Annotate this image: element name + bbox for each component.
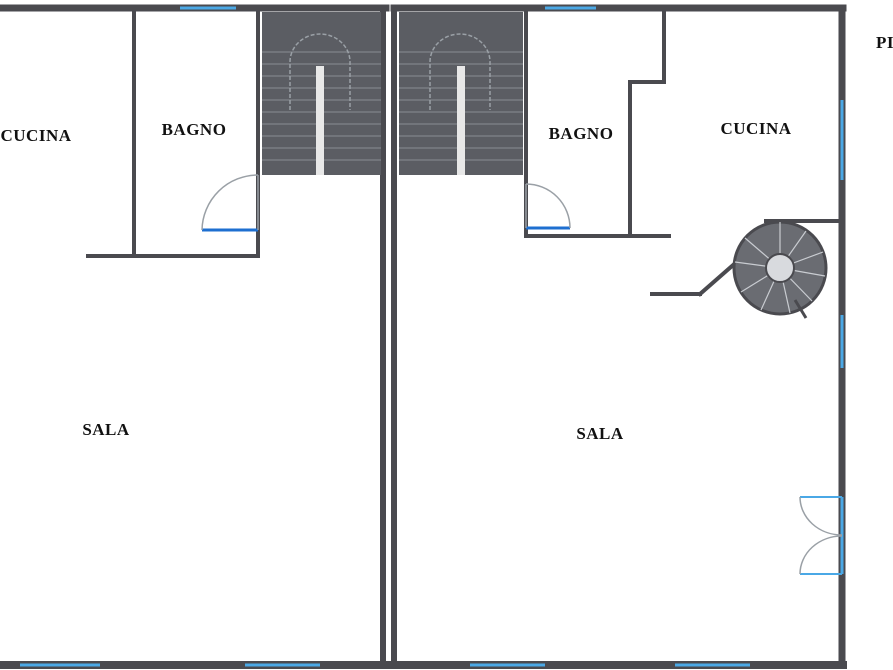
edge-text-truncated: PI xyxy=(876,33,893,52)
room-label-right-living: SALA xyxy=(576,424,624,443)
doors xyxy=(201,174,844,575)
door-left-bath xyxy=(201,174,259,232)
windows xyxy=(20,6,844,667)
door-right-bath xyxy=(525,183,571,230)
room-label-left-living: SALA xyxy=(82,420,130,439)
stair-right xyxy=(399,12,523,175)
spiral-stair xyxy=(732,220,828,319)
stair-left xyxy=(262,12,381,175)
room-label-right-kitchen: CUCINA xyxy=(720,119,792,138)
door-right-balcony xyxy=(799,496,844,575)
room-label-left-kitchen: CUCINA xyxy=(0,126,72,145)
room-label-left-bathroom: BAGNO xyxy=(161,120,227,139)
room-label-right-bathroom: BAGNO xyxy=(548,124,614,143)
